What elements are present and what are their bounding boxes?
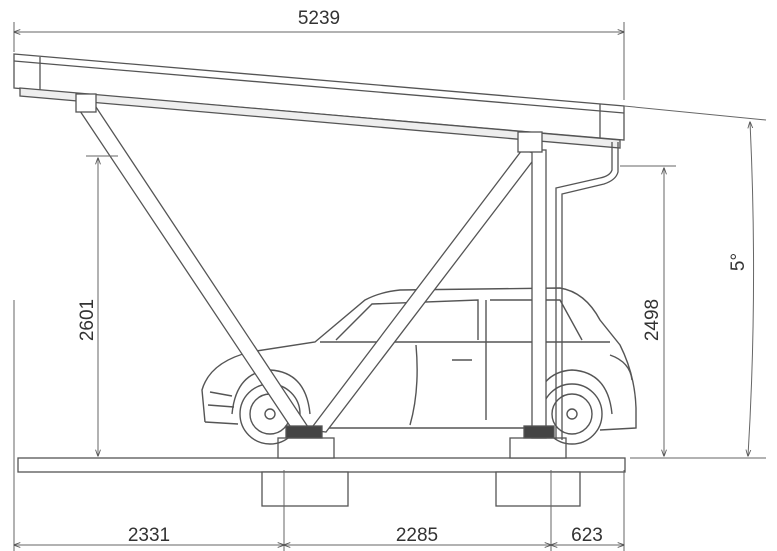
dim-right-overhang: 623 bbox=[571, 525, 603, 546]
dim-middle-span: 2285 bbox=[396, 525, 438, 546]
support-frame bbox=[75, 93, 555, 439]
solar-roof-panel bbox=[13, 53, 625, 149]
ground-slab bbox=[17, 457, 626, 473]
dim-tilt-angle: 5° bbox=[728, 253, 749, 271]
rain-downpipe bbox=[555, 142, 619, 440]
dimension-lines bbox=[14, 22, 767, 551]
dim-left-clearance: 2601 bbox=[77, 299, 98, 341]
dim-overall-length: 5239 bbox=[298, 8, 340, 29]
foundation-right bbox=[495, 437, 581, 507]
dim-right-clearance: 2498 bbox=[642, 299, 663, 341]
foundation-left bbox=[261, 437, 349, 507]
dim-left-span: 2331 bbox=[128, 525, 170, 546]
car-illustration bbox=[201, 287, 637, 445]
